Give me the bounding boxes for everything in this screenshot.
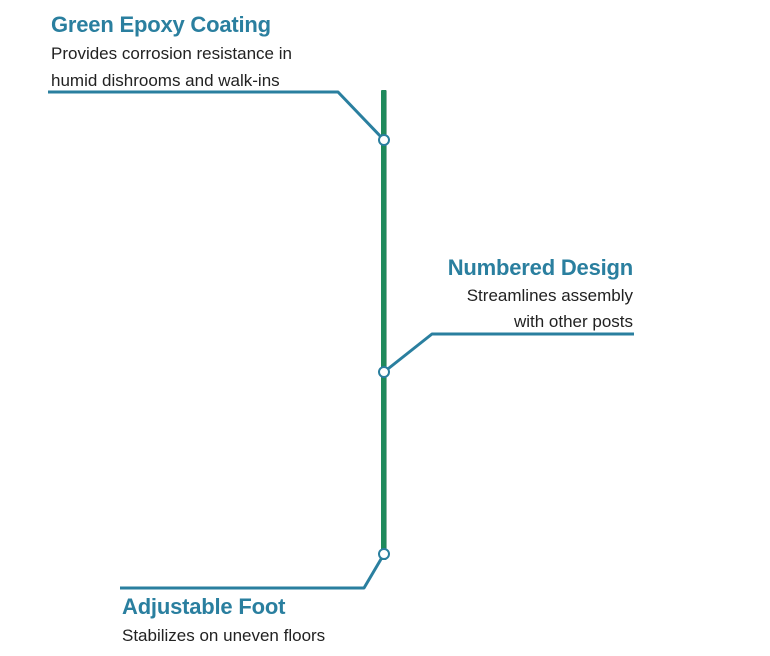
marker-foot xyxy=(378,548,390,560)
callout-numbered-design: Numbered Design Streamlines assembly wit… xyxy=(448,255,633,333)
leader-line-epoxy xyxy=(48,90,386,142)
callout-description-line: humid dishrooms and walk-ins xyxy=(51,71,280,90)
callout-title: Green Epoxy Coating xyxy=(51,12,271,37)
callout-adjustable-foot: Adjustable Foot Stabilizes on uneven flo… xyxy=(122,594,325,647)
marker-numbered xyxy=(378,366,390,378)
callout-description-line: Stabilizes on uneven floors xyxy=(122,626,326,645)
shelving-post xyxy=(381,90,386,560)
leader-line-numbered xyxy=(383,332,634,374)
marker-epoxy xyxy=(378,134,390,146)
callout-description-line: Streamlines assembly xyxy=(466,286,633,305)
callout-title: Adjustable Foot xyxy=(122,594,286,619)
callout-title: Numbered Design xyxy=(447,255,633,280)
callout-green-epoxy-coating: Green Epoxy Coating Provides corrosion r… xyxy=(51,12,292,92)
leader-line-foot xyxy=(120,553,386,590)
callout-description-line: with other posts xyxy=(513,312,633,331)
callout-description-line: Provides corrosion resistance in xyxy=(51,44,292,63)
